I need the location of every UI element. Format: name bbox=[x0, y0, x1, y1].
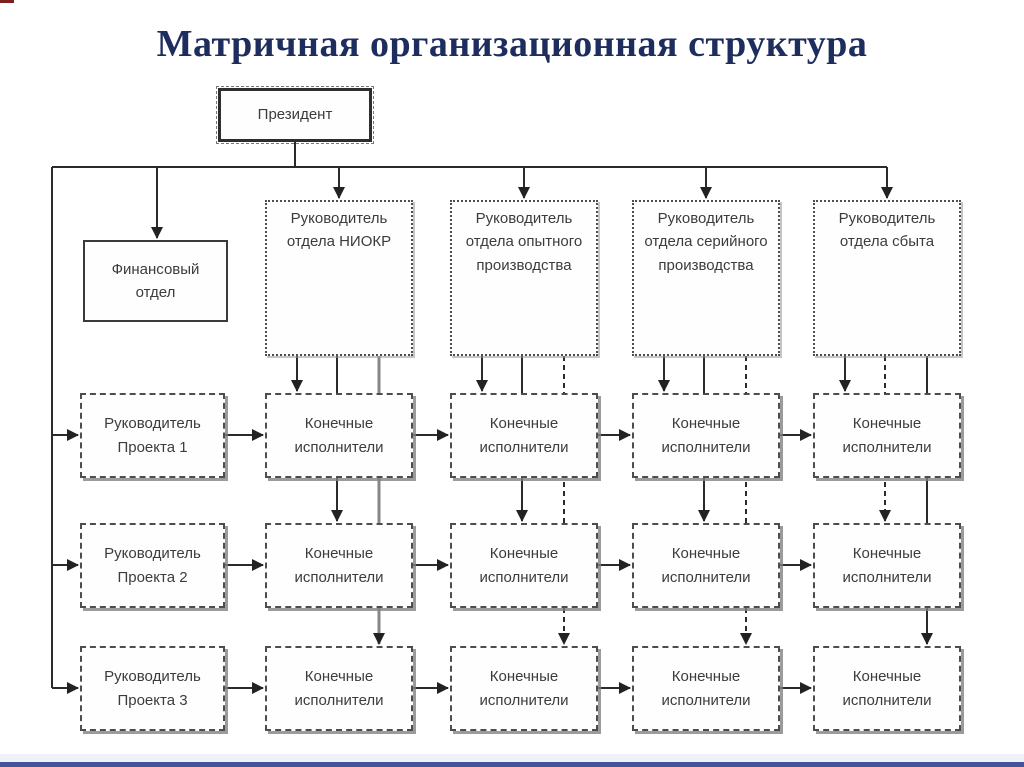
node-executors-r3c4-label: Конечные исполнители bbox=[842, 668, 932, 709]
node-finance-dept-label: Финансовый отдел bbox=[111, 260, 200, 301]
node-project-manager-2: Руководитель Проекта 2 bbox=[80, 523, 225, 608]
footer-band bbox=[0, 754, 1024, 762]
node-executors-r3c3: Конечные исполнители bbox=[632, 646, 780, 731]
node-dept-head-pilot-production-label: Руководитель отдела опытного производств… bbox=[465, 210, 583, 274]
node-project-manager-1: Руководитель Проекта 1 bbox=[80, 393, 225, 478]
node-executors-r2c3: Конечные исполнители bbox=[632, 523, 780, 608]
node-executors-r1c3-label: Конечные исполнители bbox=[661, 415, 751, 456]
node-executors-r1c2: Конечные исполнители bbox=[450, 393, 598, 478]
node-executors-r2c1: Конечные исполнители bbox=[265, 523, 413, 608]
node-executors-r1c2-label: Конечные исполнители bbox=[479, 415, 569, 456]
node-executors-r3c4: Конечные исполнители bbox=[813, 646, 961, 731]
node-executors-r1c1-label: Конечные исполнители bbox=[294, 415, 384, 456]
node-finance-dept: Финансовый отдел bbox=[83, 240, 228, 322]
node-executors-r3c2-label: Конечные исполнители bbox=[479, 668, 569, 709]
node-project-manager-2-label: Руководитель Проекта 2 bbox=[104, 545, 201, 586]
node-executors-r1c1: Конечные исполнители bbox=[265, 393, 413, 478]
node-executors-r3c2: Конечные исполнители bbox=[450, 646, 598, 731]
node-dept-head-niokr: Руководитель отдела НИОКР bbox=[265, 200, 413, 356]
node-project-manager-1-label: Руководитель Проекта 1 bbox=[104, 415, 201, 456]
node-dept-head-niokr-label: Руководитель отдела НИОКР bbox=[286, 210, 392, 251]
node-executors-r1c4-label: Конечные исполнители bbox=[842, 415, 932, 456]
corner-mark bbox=[0, 0, 14, 3]
node-president-label: Президент bbox=[257, 106, 333, 124]
node-dept-head-pilot-production: Руководитель отдела опытного производств… bbox=[450, 200, 598, 356]
node-dept-head-serial-production-label: Руководитель отдела серийного производст… bbox=[644, 210, 768, 274]
node-executors-r2c2-label: Конечные исполнители bbox=[479, 545, 569, 586]
node-dept-head-sales-label: Руководитель отдела сбыта bbox=[838, 210, 936, 251]
node-executors-r2c2: Конечные исполнители bbox=[450, 523, 598, 608]
node-executors-r2c4-label: Конечные исполнители bbox=[842, 545, 932, 586]
node-project-manager-3-label: Руководитель Проекта 3 bbox=[104, 668, 201, 709]
node-executors-r1c4: Конечные исполнители bbox=[813, 393, 961, 478]
node-president: Президент bbox=[216, 86, 374, 144]
node-executors-r2c1-label: Конечные исполнители bbox=[294, 545, 384, 586]
node-dept-head-serial-production: Руководитель отдела серийного производст… bbox=[632, 200, 780, 356]
node-executors-r3c1-label: Конечные исполнители bbox=[294, 668, 384, 709]
node-project-manager-3: Руководитель Проекта 3 bbox=[80, 646, 225, 731]
footer-bar bbox=[0, 762, 1024, 767]
node-executors-r1c3: Конечные исполнители bbox=[632, 393, 780, 478]
node-executors-r3c1: Конечные исполнители bbox=[265, 646, 413, 731]
node-executors-r3c3-label: Конечные исполнители bbox=[661, 668, 751, 709]
node-executors-r2c4: Конечные исполнители bbox=[813, 523, 961, 608]
diagram-title: Матричная организационная структура bbox=[156, 23, 868, 65]
node-executors-r2c3-label: Конечные исполнители bbox=[661, 545, 751, 586]
node-dept-head-sales: Руководитель отдела сбыта bbox=[813, 200, 961, 356]
